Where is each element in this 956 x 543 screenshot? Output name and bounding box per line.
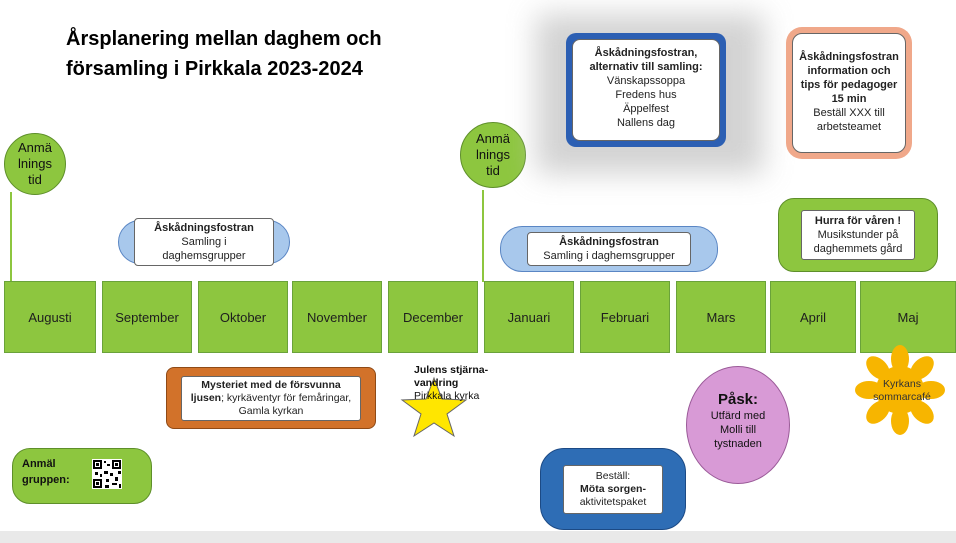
month-label: November: [307, 309, 367, 325]
grief-box-bold: Möta sorgen-: [580, 482, 646, 495]
pill-january: Åskådningsfostran Samling i daghemsgrupp…: [500, 226, 718, 272]
info-box: Åskådningsfostran information och tips f…: [786, 27, 912, 159]
spring-box-body: Musikstunder på daghemmets gård: [813, 229, 903, 255]
month-oktober: Oktober: [198, 281, 288, 353]
bottom-bar: [0, 531, 956, 543]
alt-item-1: Vänskapssoppa: [606, 75, 686, 87]
month-februari: Februari: [580, 281, 670, 353]
connector-line-augusti: [10, 192, 12, 282]
month-label: Oktober: [219, 309, 267, 325]
easter-body: Utfärd med Molli till tystnaden: [710, 410, 766, 450]
title-line-1: Årsplanering mellan daghem och: [66, 28, 382, 50]
alternative-box-content: Åskådningsfostran, alternativ till samli…: [572, 39, 720, 141]
register-group-label: Anmäl gruppen:: [22, 458, 70, 486]
alt-item-3: Äppelfest: [623, 103, 669, 115]
christmas-body: Pirkkala kyrka: [414, 390, 480, 402]
pill-january-heading: Åskådningsfostran: [559, 236, 659, 248]
month-maj: Maj: [860, 281, 956, 353]
alternative-box-heading: Åskådningsfostran, alternativ till samli…: [589, 47, 703, 73]
easter-oval: Påsk: Utfärd med Molli till tystnaden: [686, 366, 790, 484]
info-box-body: Beställ XXX till arbetsteamet: [813, 107, 885, 133]
month-label: December: [403, 309, 463, 325]
registration-circle-january: Anmä lnings tid: [460, 122, 526, 188]
easter-heading: Påsk:: [717, 391, 759, 408]
alternative-box: Åskådningsfostran, alternativ till samli…: [566, 33, 726, 147]
month-april: April: [770, 281, 856, 353]
month-label: Augusti: [28, 309, 72, 325]
grief-box: Beställ: Möta sorgen- aktivitetspaket: [540, 448, 686, 530]
title-line-2: församling i Pirkkala 2023-2024: [66, 58, 363, 80]
grief-box-line1: Beställ:: [595, 469, 631, 482]
qr-code-icon[interactable]: [92, 459, 122, 489]
spring-box-heading: Hurra för våren !: [814, 215, 902, 227]
pill-january-body: Samling i daghemsgrupper: [543, 250, 675, 262]
spring-box: Hurra för våren ! Musikstunder på daghem…: [778, 198, 938, 272]
registration-circle-text: Anmä lnings tid: [476, 131, 510, 178]
grief-box-line3: aktivitetspaket: [579, 495, 647, 508]
month-label: Januari: [507, 309, 551, 325]
info-box-content: Åskådningsfostran information och tips f…: [792, 33, 906, 153]
month-september: September: [102, 281, 192, 353]
alt-item-2: Fredens hus: [615, 89, 677, 101]
christmas-heading: Julens stjärna-vandring: [414, 364, 489, 389]
month-januari: Januari: [484, 281, 574, 353]
month-label: Februari: [600, 309, 650, 325]
page-title: Årsplanering mellan daghem och församlin…: [66, 24, 426, 84]
mystery-box-bold: Mysteriet med de försvunna ljusen: [190, 378, 341, 404]
pill-september-content: Åskådningsfostran Samling i daghemsgrupp…: [134, 218, 274, 266]
registration-circle-text: Anmä lnings tid: [18, 140, 52, 187]
pill-september-body: Samling i daghemsgrupper: [162, 236, 246, 262]
month-december: December: [388, 281, 478, 353]
month-label: Mars: [706, 309, 736, 325]
pill-september: Åskådningsfostran Samling i daghemsgrupp…: [118, 218, 290, 266]
month-label: Maj: [897, 309, 919, 325]
christmas-text: Julens stjärna-vandring Pirkkala kyrka: [414, 364, 500, 403]
connector-line-januari: [482, 190, 484, 282]
month-label: September: [115, 309, 179, 325]
spring-box-content: Hurra för våren ! Musikstunder på daghem…: [801, 210, 915, 260]
mystery-box: Mysteriet med de försvunna ljusen; kyrkä…: [166, 367, 376, 429]
registration-circle-august: Anmä lnings tid: [4, 133, 66, 195]
info-box-heading: Åskådningsfostran information och tips f…: [799, 51, 899, 105]
month-november: November: [292, 281, 382, 353]
grief-box-content: Beställ: Möta sorgen- aktivitetspaket: [563, 464, 663, 514]
mystery-box-rest: ; kyrkäventyr för femåringar, Gamla kyrk…: [221, 391, 352, 417]
month-augusti: Augusti: [4, 281, 96, 353]
summer-cafe-text: Kyrkans sommarcafé: [873, 378, 931, 403]
flower-icon: [855, 345, 945, 435]
star-icon: [400, 376, 468, 438]
mystery-box-content: Mysteriet med de försvunna ljusen; kyrkä…: [181, 375, 361, 421]
register-group-box: [12, 448, 152, 504]
alt-item-4: Nallens dag: [616, 117, 676, 129]
month-label: April: [799, 309, 826, 325]
pill-january-content: Åskådningsfostran Samling i daghemsgrupp…: [527, 232, 691, 266]
month-mars: Mars: [676, 281, 766, 353]
pill-september-heading: Åskådningsfostran: [154, 222, 254, 234]
